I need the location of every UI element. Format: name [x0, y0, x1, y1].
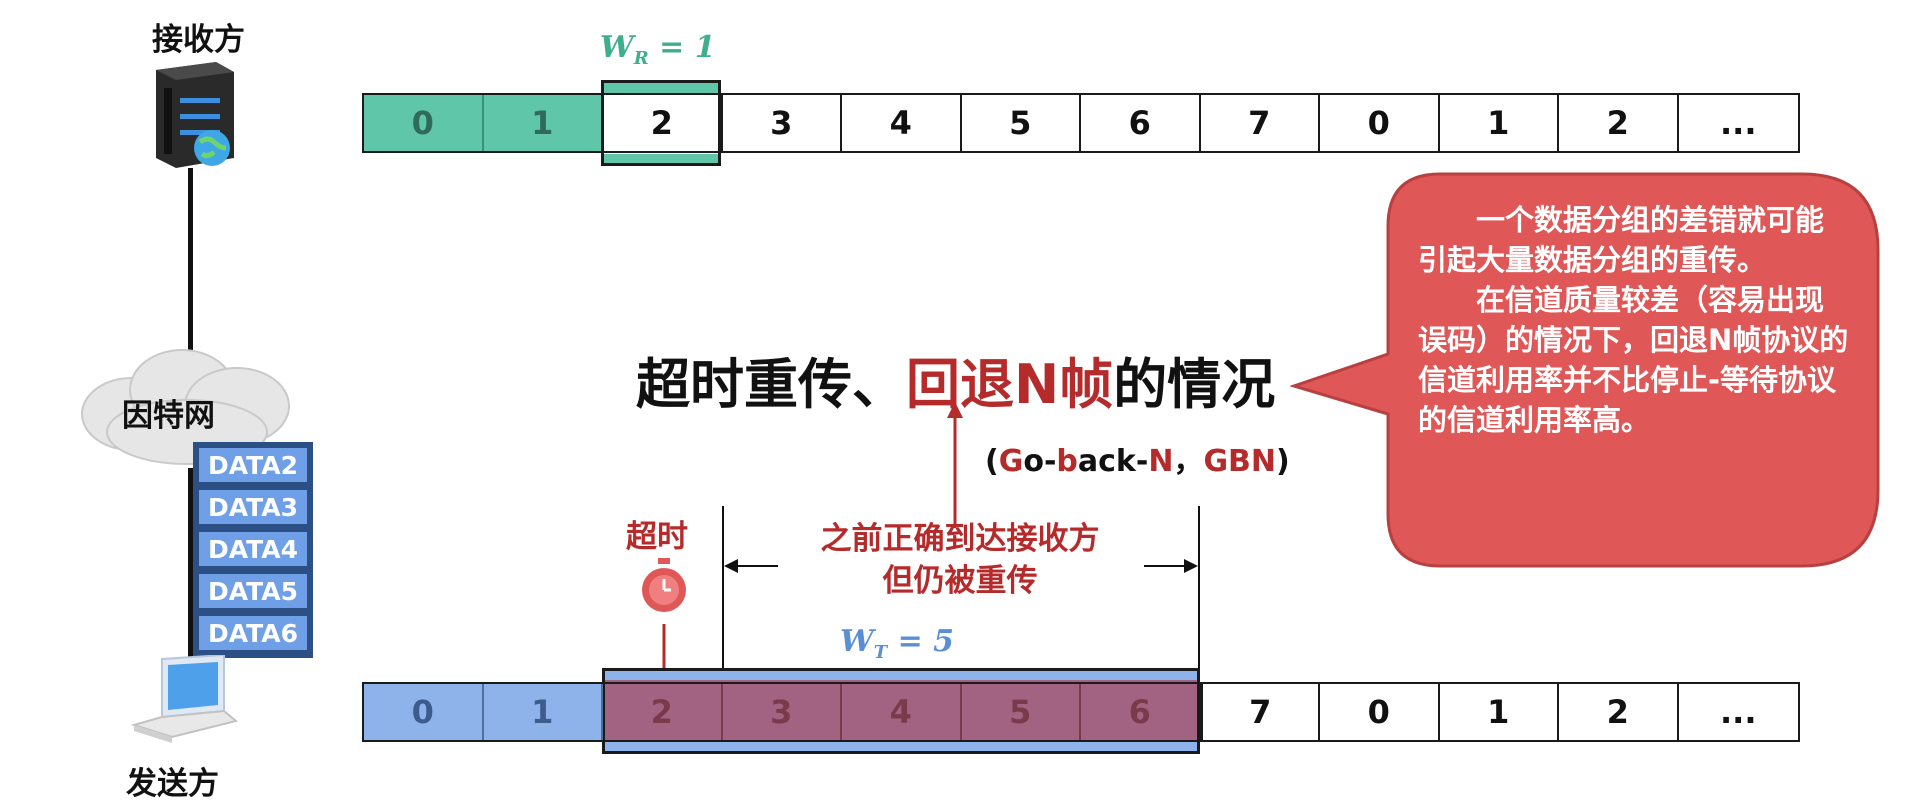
seq-cell: 0 [364, 684, 484, 740]
seq-cell: 6 [1081, 95, 1201, 151]
seq-cell: 1 [483, 95, 603, 151]
receiver-window-fill-bottom [604, 154, 718, 163]
seq-cell: 3 [723, 95, 842, 151]
sender-sequence-strip: 0 1 2 3 4 5 6 7 0 1 2 ... [362, 682, 1800, 742]
bracket-arrow-left [724, 559, 778, 573]
data-packet: DATA2 [197, 446, 309, 484]
pointer-arrow-up [947, 402, 963, 528]
seq-cell-resent: 5 [962, 684, 1081, 740]
seq-cell: 5 [962, 95, 1081, 151]
laptop-icon [130, 655, 238, 743]
data-packet: DATA5 [197, 572, 309, 610]
receiver-label: 接收方 [152, 22, 245, 58]
seq-cell: ... [1678, 684, 1798, 740]
bracket-right-line [1198, 506, 1200, 668]
seq-cell: 0 [1320, 95, 1440, 151]
resend-note-line2: 但仍被重传 [882, 563, 1038, 599]
seq-cell: 1 [1439, 684, 1559, 740]
seq-cell: 4 [842, 95, 962, 151]
data-packet: DATA4 [197, 530, 309, 568]
data-packet: DATA6 [197, 614, 309, 652]
resend-note: 之前正确到达接收方 但仍被重传 [790, 518, 1130, 602]
seq-cell: 1 [483, 684, 603, 740]
seq-cell: 2 [1559, 95, 1679, 151]
seq-cell: 2 [603, 95, 723, 151]
seq-cell: 1 [1440, 95, 1559, 151]
receiver-window-fill-top [604, 83, 718, 93]
link-line-bottom [188, 468, 193, 663]
server-icon [156, 62, 234, 168]
seq-cell: 2 [1559, 684, 1679, 740]
diagram-title: 超时重传、回退N帧的情况 [636, 353, 1276, 416]
data-packet-stack: DATA2 DATA3 DATA4 DATA5 DATA6 [197, 446, 309, 656]
seq-cell: 7 [1200, 684, 1320, 740]
sender-window-label: WT = 5 [840, 624, 955, 663]
internet-label: 因特网 [122, 398, 215, 434]
seq-cell-resent: 6 [1081, 684, 1201, 740]
resend-overlay [605, 680, 1197, 742]
seq-cell: ... [1720, 104, 1757, 142]
callout-bubble [1290, 172, 1880, 568]
stopwatch-icon [642, 558, 686, 612]
bracket-arrow-right [1144, 559, 1198, 573]
link-line-top [188, 168, 193, 358]
bracket-left-line [722, 506, 724, 668]
gbn-subtitle: (Go-back-N，GBN) [985, 444, 1290, 479]
callout-paragraph-1: 一个数据分组的差错就可能引起大量数据分组的重传。 [1418, 203, 1825, 277]
seq-cell-resent: 4 [842, 684, 962, 740]
timeout-label: 超时 [626, 519, 688, 555]
receiver-window-label: WR = 1 [600, 30, 716, 69]
seq-cell-resent: 3 [723, 684, 842, 740]
resend-note-line1: 之前正确到达接收方 [820, 521, 1100, 557]
receiver-sequence-strip: 0 1 2 3 4 5 6 7 0 1 2 ... [362, 93, 1800, 153]
data-packet: DATA3 [197, 488, 309, 526]
callout-paragraph-2: 在信道质量较差（容易出现误码）的情况下，回退N帧协议的信道利用率并不比停止-等待… [1418, 283, 1849, 437]
seq-cell: 0 [364, 95, 484, 151]
receiver-window [601, 80, 721, 166]
sender-label: 发送方 [126, 766, 219, 802]
callout-text: 一个数据分组的差错就可能引起大量数据分组的重传。 在信道质量较差（容易出现误码）… [1418, 200, 1850, 440]
seq-cell: 7 [1201, 95, 1320, 151]
seq-cell-resent: 2 [603, 684, 723, 740]
seq-cell: 0 [1320, 684, 1440, 740]
